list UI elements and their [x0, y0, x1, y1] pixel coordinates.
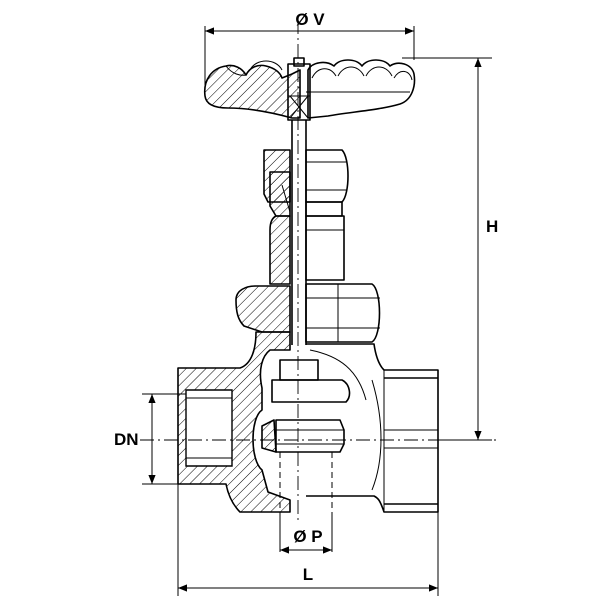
handwheel-left-section — [203, 64, 301, 119]
stem — [291, 120, 307, 345]
body-left-section — [177, 331, 291, 513]
bonnet — [235, 215, 381, 343]
label-port-diameter: Ø P — [293, 527, 322, 546]
gland-nut — [263, 149, 349, 217]
handwheel — [203, 57, 416, 121]
dim-height: H — [402, 57, 498, 441]
valve-body — [177, 331, 439, 513]
label-height: H — [486, 217, 498, 236]
dim-handwheel-diameter: Ø V — [204, 10, 415, 88]
handwheel-right-body — [307, 59, 416, 119]
label-handwheel-diameter: Ø V — [295, 10, 325, 29]
dim-length: L — [177, 484, 439, 596]
body-right-outline — [306, 343, 439, 513]
label-length: L — [303, 565, 313, 584]
handwheel-hub — [287, 63, 311, 121]
dim-nominal-diameter: DN — [114, 393, 186, 485]
label-nominal-diameter: DN — [114, 430, 139, 449]
dim-port-diameter: Ø P — [279, 512, 333, 554]
